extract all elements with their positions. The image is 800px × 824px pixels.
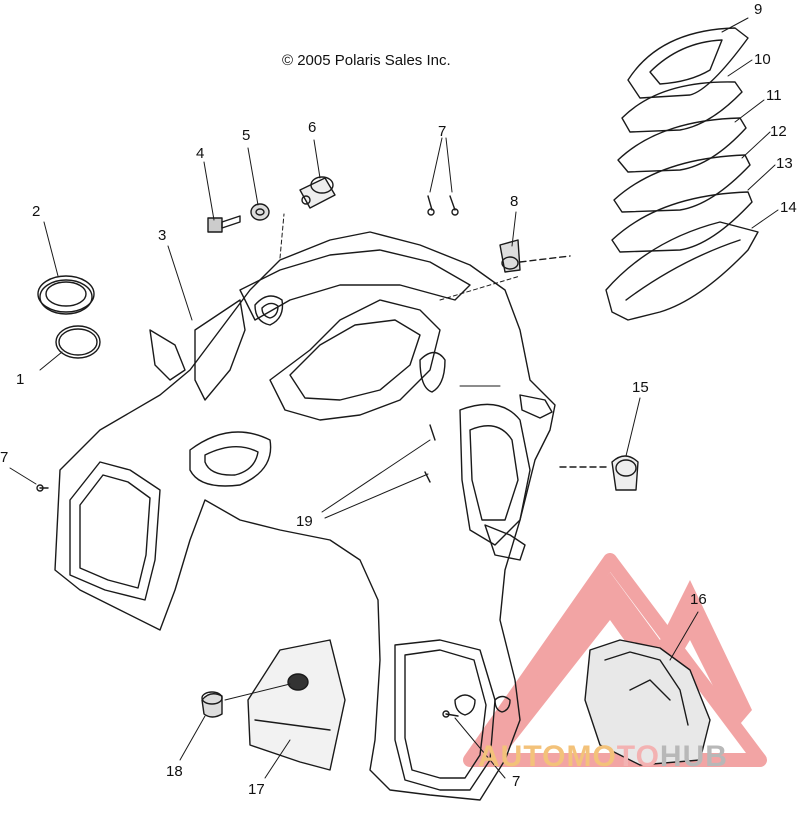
copyright-text: © 2005 Polaris Sales Inc. [282,52,451,69]
cable-clip [499,239,571,273]
bulb-socket [559,455,639,491]
watermark-part-1: AUTOMO [478,740,617,773]
gauge-bezel-stack [605,27,759,321]
watermark-logo [463,553,767,767]
callout-16: 16 [690,591,707,608]
callout-19: 19 [296,513,313,530]
callout-17: 17 [248,781,265,798]
nut [250,203,270,221]
side-panel [584,639,711,766]
callout-9: 9 [754,1,763,18]
watermark-part-2: TO [616,740,660,773]
callout-7-left: 7 [0,449,9,466]
callout-8: 8 [510,193,519,210]
knob [201,691,223,718]
ignition-switch [299,176,336,209]
key [207,215,241,233]
callout-6: 6 [308,119,317,136]
callout-18: 18 [166,763,183,780]
callout-7-bottom: 7 [512,773,521,790]
callout-5: 5 [242,127,251,144]
screws-top [427,195,459,216]
callout-12: 12 [770,123,787,140]
callout-1: 1 [16,371,25,388]
o-ring [55,325,101,359]
watermark-part-3: HUB [659,740,728,773]
hood-body [54,231,556,801]
callout-3: 3 [158,227,167,244]
callout-13: 13 [776,155,793,172]
callout-10: 10 [754,51,771,68]
screw-bottom [445,713,459,717]
callout-2: 2 [32,203,41,220]
callout-14: 14 [780,199,797,216]
callout-7-top: 7 [438,123,447,140]
grommet [37,275,95,315]
access-panel [247,639,346,771]
watermark-text: AUTOMOTOHUB [478,740,728,774]
callout-15: 15 [632,379,649,396]
callout-4: 4 [196,145,205,162]
callout-11: 11 [766,87,782,104]
